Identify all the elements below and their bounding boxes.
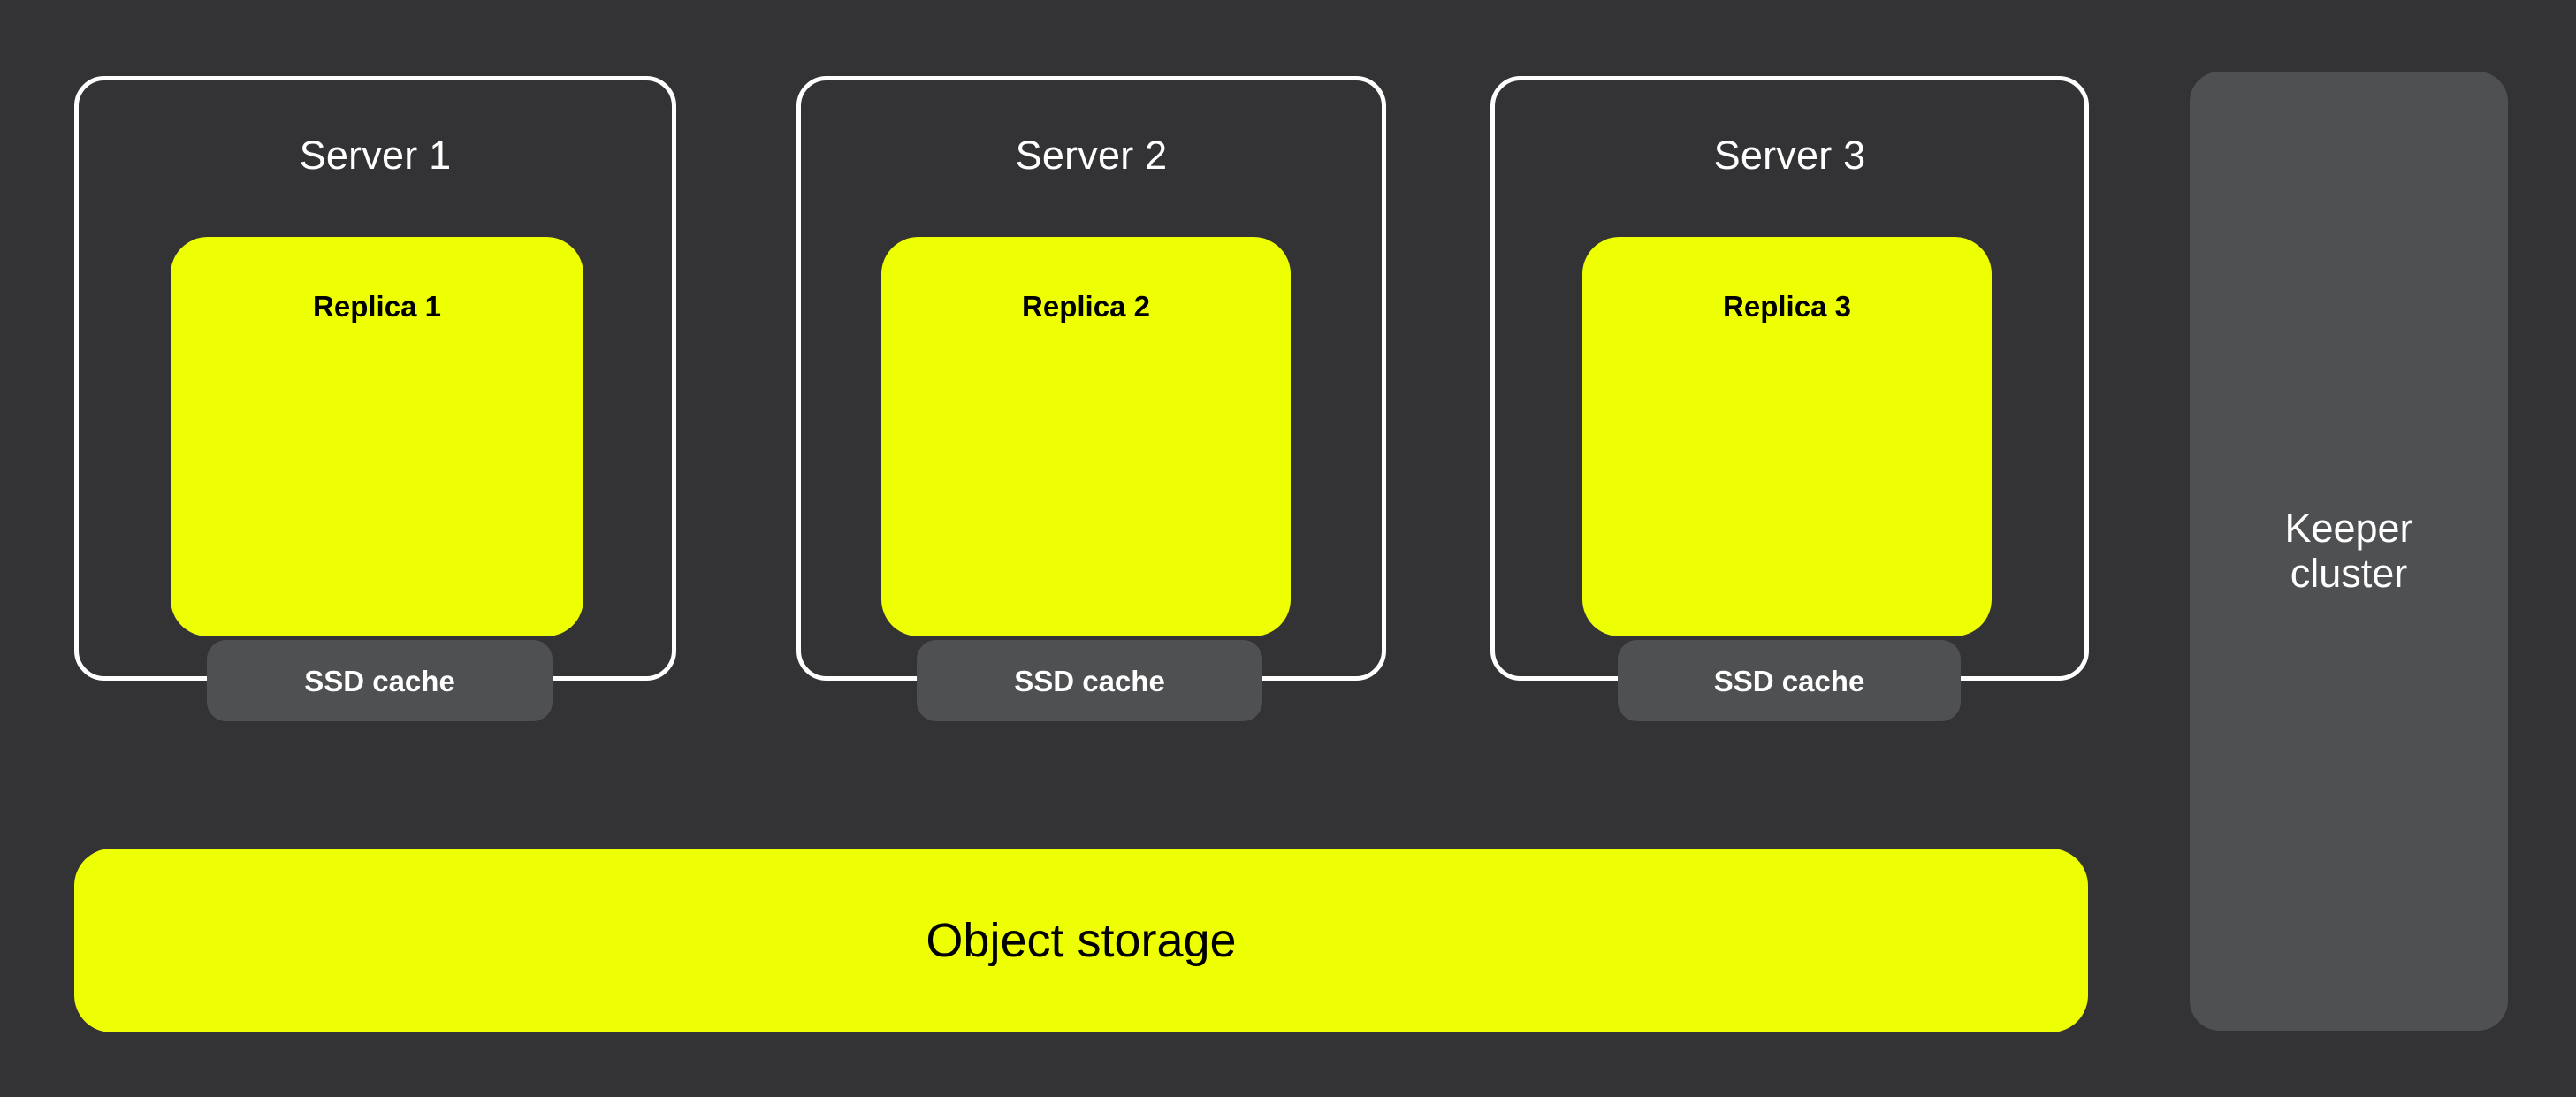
server-title-1: Server 1 [299, 133, 452, 178]
ssd-cache-box-2[interactable]: SSD cache [917, 640, 1262, 721]
object-storage-box[interactable]: Object storage [74, 849, 2088, 1032]
ssd-cache-label-3: SSD cache [1713, 664, 1865, 697]
replica-label-3: Replica 3 [1723, 290, 1851, 323]
replica-box-1[interactable]: Replica 1 [171, 237, 583, 636]
ssd-cache-label-1: SSD cache [304, 664, 455, 697]
ssd-cache-box-1[interactable]: SSD cache [207, 640, 553, 721]
server-title-2: Server 2 [1015, 133, 1168, 178]
replica-box-3[interactable]: Replica 3 [1582, 237, 1992, 636]
replica-label-2: Replica 2 [1022, 290, 1150, 323]
server-title-3: Server 3 [1713, 133, 1866, 178]
replica-box-2[interactable]: Replica 2 [881, 237, 1291, 636]
keeper-cluster-box[interactable]: Keeper cluster [2190, 72, 2508, 1031]
keeper-cluster-label: Keeper cluster [2284, 506, 2413, 596]
replica-label-1: Replica 1 [313, 290, 441, 323]
ssd-cache-box-3[interactable]: SSD cache [1618, 640, 1961, 721]
ssd-cache-label-2: SSD cache [1014, 664, 1165, 697]
object-storage-label: Object storage [926, 914, 1237, 967]
